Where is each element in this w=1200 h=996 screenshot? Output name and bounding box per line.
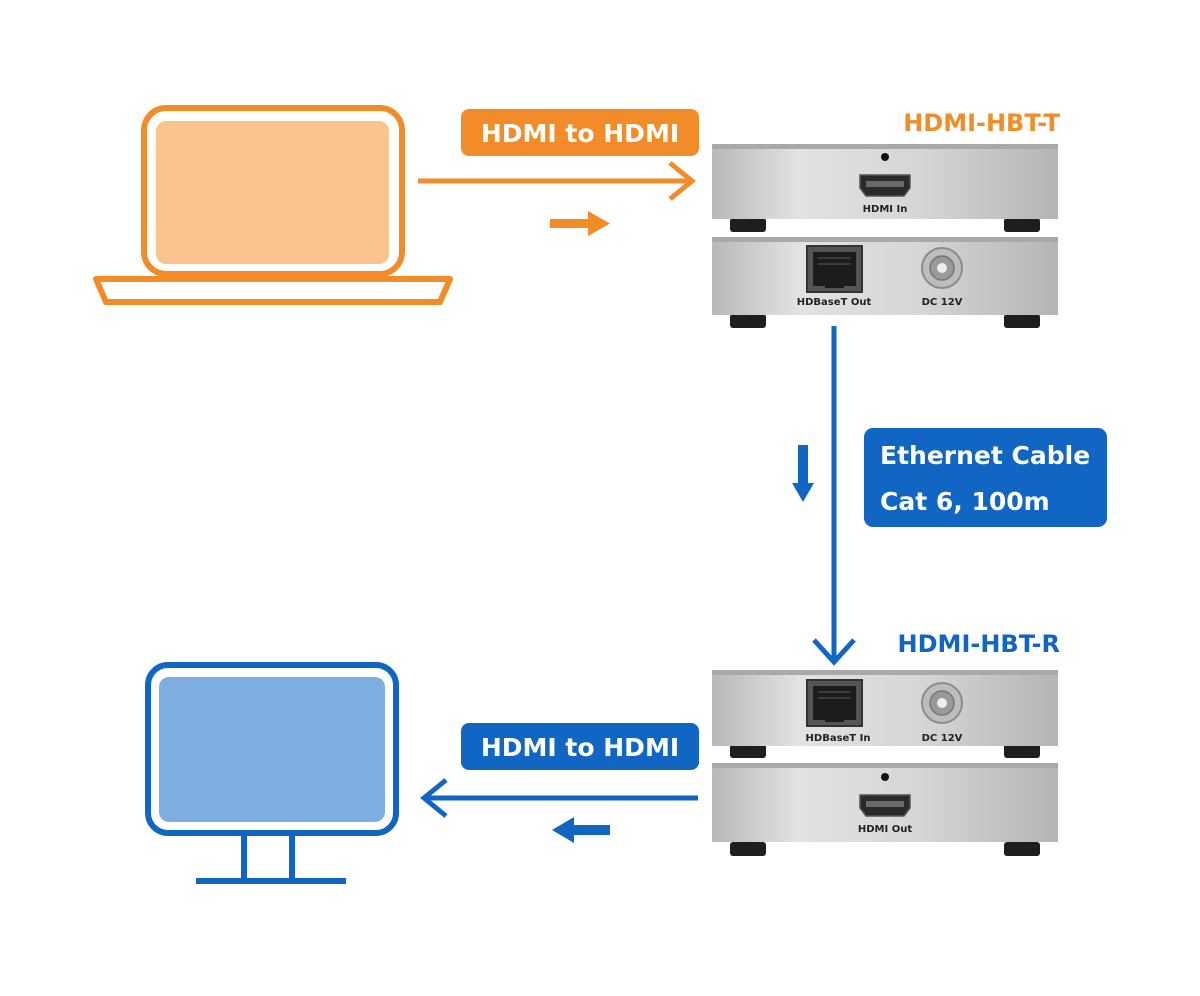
transmitter-rear-panel: HDBaseT Out DC 12V bbox=[712, 237, 1058, 328]
ethernet-cable-link: Ethernet Cable Cat 6, 100m bbox=[792, 326, 1107, 666]
transmitter-front-panel: HDMI In bbox=[712, 144, 1058, 232]
rj45-port-icon bbox=[806, 679, 863, 727]
dc-jack-icon bbox=[921, 247, 963, 289]
dc-jack-icon bbox=[921, 682, 963, 724]
transmitter-model-label: HDMI-HBT-T bbox=[903, 109, 1060, 137]
source-link-pill bbox=[461, 109, 699, 156]
receiver-front-panel: HDMI Out bbox=[712, 763, 1058, 856]
dc-12v-port-label: DC 12V bbox=[922, 733, 963, 744]
dc-12v-port-label: DC 12V bbox=[922, 297, 963, 308]
source-link-label: HDMI to HDMI bbox=[481, 119, 679, 148]
hdbaset-out-port-label: HDBaseT Out bbox=[797, 297, 872, 308]
hdmi-out-port-label: HDMI Out bbox=[858, 824, 912, 835]
hdbaset-in-port-label: HDBaseT In bbox=[806, 733, 871, 744]
ethernet-cable-line1: Ethernet Cable bbox=[880, 441, 1090, 470]
display-link-label: HDMI to HDMI bbox=[481, 733, 679, 762]
display-link-pill bbox=[461, 723, 699, 770]
direction-arrow-right-icon bbox=[550, 211, 610, 236]
transmitter-device: HDMI-HBT-T HDMI In bbox=[712, 109, 1061, 328]
monitor-icon bbox=[145, 662, 399, 884]
display-hdmi-link: HDMI to HDMI bbox=[420, 723, 699, 843]
receiver-device: HDMI-HBT-R HDBaseT In DC 12V bbox=[712, 630, 1060, 856]
receiver-rear-panel: HDBaseT In DC 12V bbox=[712, 670, 1058, 758]
ethernet-cable-pill bbox=[864, 428, 1107, 527]
laptop-icon bbox=[93, 105, 453, 305]
status-led-icon bbox=[881, 153, 889, 161]
hdmi-port-icon bbox=[859, 794, 911, 817]
direction-arrow-left-icon bbox=[552, 817, 610, 843]
hdmi-port-icon bbox=[859, 174, 911, 197]
hdmi-in-port-label: HDMI In bbox=[863, 204, 908, 215]
direction-arrow-down-icon bbox=[792, 445, 814, 502]
ethernet-cable-line2: Cat 6, 100m bbox=[880, 487, 1050, 516]
receiver-model-label: HDMI-HBT-R bbox=[898, 630, 1060, 658]
rj45-port-icon bbox=[806, 245, 863, 293]
source-hdmi-link: HDMI to HDMI bbox=[418, 109, 699, 236]
status-led-icon bbox=[881, 773, 889, 781]
